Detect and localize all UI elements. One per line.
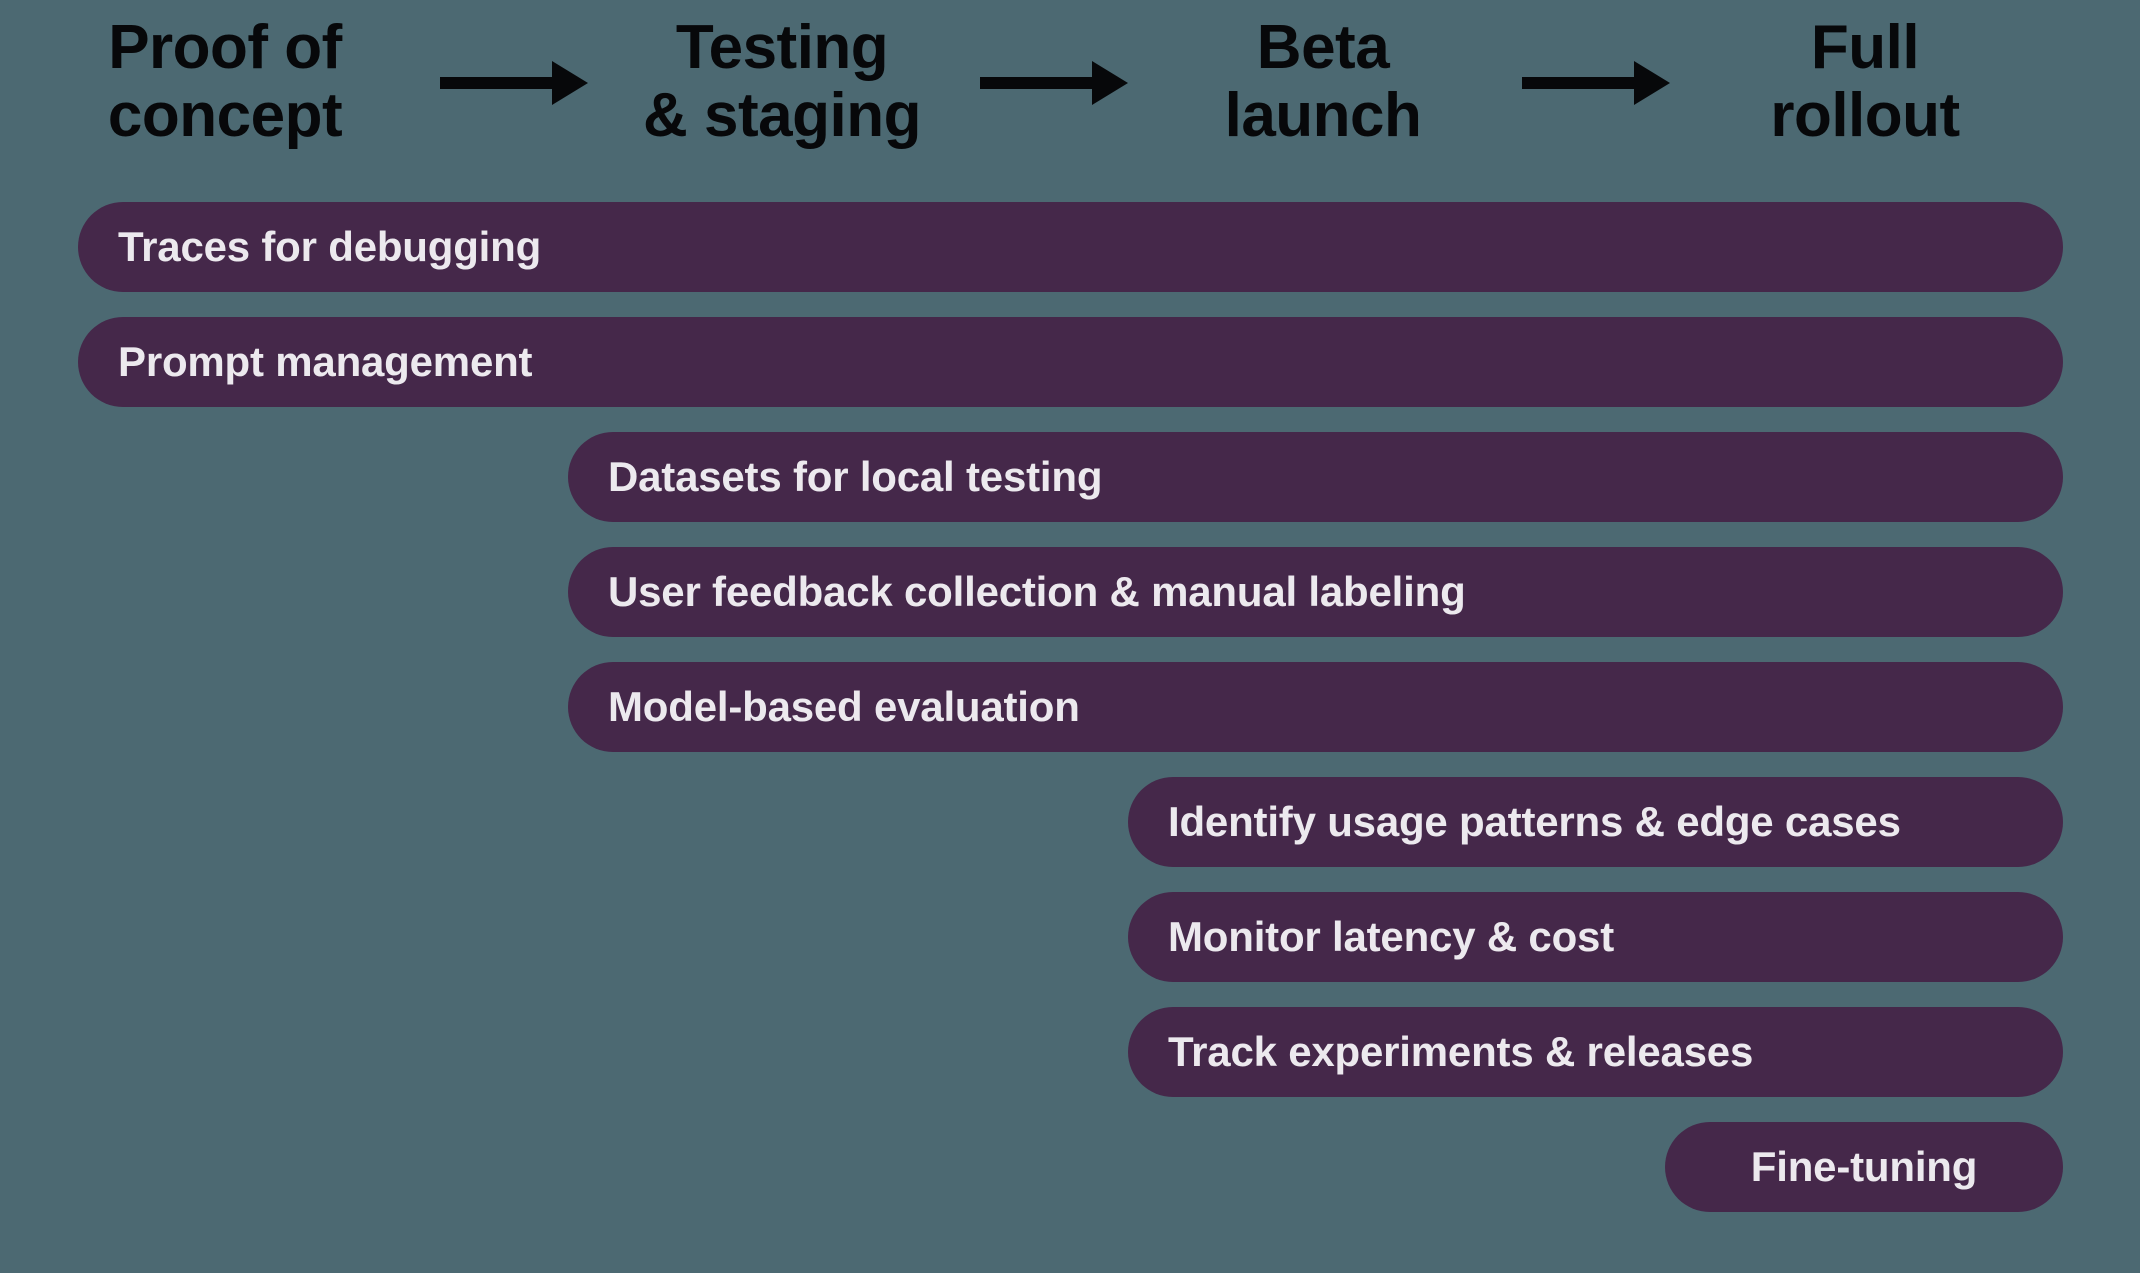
- capability-pill-label: Monitor latency & cost: [1168, 913, 1614, 960]
- capability-pill[interactable]: Track experiments & releases: [1128, 1007, 2063, 1097]
- capability-pill[interactable]: Traces for debugging: [78, 202, 2063, 292]
- capability-pill-label: Datasets for local testing: [608, 453, 1103, 500]
- phase-label-full-rollout: Full rollout: [1770, 13, 1960, 150]
- capability-pill-label: Identify usage patterns & edge cases: [1168, 798, 1901, 845]
- capability-pill-label: Track experiments & releases: [1168, 1028, 1754, 1075]
- arrow-right-icon: [440, 57, 588, 109]
- capability-pill-label: Model-based evaluation: [608, 683, 1080, 730]
- capability-pill-label: Fine-tuning: [1750, 1143, 1978, 1190]
- capability-pill-label: User feedback collection & manual labeli…: [608, 568, 1466, 615]
- capability-pill[interactable]: Model-based evaluation: [568, 662, 2063, 752]
- capability-pill[interactable]: Fine-tuning: [1665, 1122, 2063, 1212]
- phase-label-proof-of-concept: Proof of concept: [107, 13, 343, 150]
- capability-pill[interactable]: Identify usage patterns & edge cases: [1128, 777, 2063, 867]
- capability-pill[interactable]: User feedback collection & manual labeli…: [568, 547, 2063, 637]
- capability-pill-label: Traces for debugging: [118, 223, 542, 270]
- capability-pill[interactable]: Monitor latency & cost: [1128, 892, 2063, 982]
- capability-pill-label: Prompt management: [118, 338, 533, 385]
- capability-pill[interactable]: Prompt management: [78, 317, 2063, 407]
- capability-pill[interactable]: Datasets for local testing: [568, 432, 2063, 522]
- phase-label-testing-and-staging: Testing & staging: [643, 13, 921, 150]
- arrow-right-icon: [1522, 57, 1670, 109]
- arrow-right-icon: [980, 57, 1128, 109]
- phase-label-beta-launch: Beta launch: [1224, 13, 1422, 150]
